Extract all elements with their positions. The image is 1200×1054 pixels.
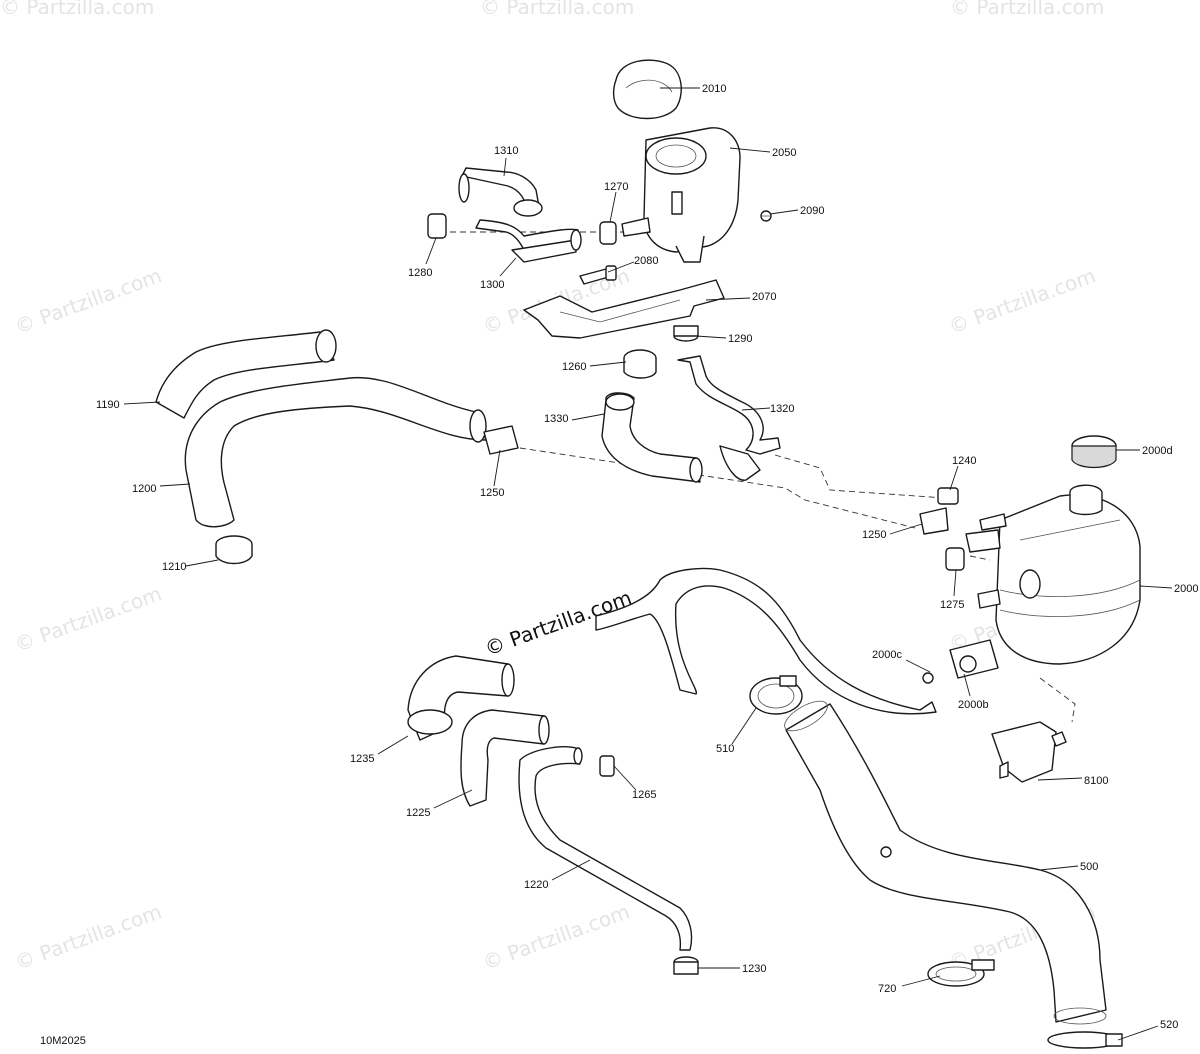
callout-1275: 1275 [940,599,964,611]
callout-1330: 1330 [544,413,568,425]
callout-2000c: 2000c [872,649,902,661]
part-1240-clamp [937,487,959,505]
part-1280-clamp [427,213,447,239]
part-1210-clamp [215,535,253,565]
part-1290-clamp [673,325,699,342]
callout-1270: 1270 [604,181,628,193]
callout-2000b: 2000b [958,699,989,711]
callout-1250-right: 1250 [862,529,886,541]
callout-1235: 1235 [350,753,374,765]
callout-2050: 2050 [772,147,796,159]
part-1310-hose [458,167,543,217]
part-thin-hose [595,567,937,715]
callout-1190: 1190 [96,399,120,411]
part-1330-hose [601,392,703,483]
callout-720: 720 [878,983,896,995]
part-1200-hose [184,376,487,528]
part-1235-elbow [407,655,515,741]
part-2090-screw [760,210,772,222]
part-1270-clamp [599,221,617,245]
callout-1230: 1230 [742,963,766,975]
part-1300-hose [475,219,582,263]
callout-1265: 1265 [632,789,656,801]
callout-1280: 1280 [408,267,432,279]
part-2000d-cap [1071,435,1117,469]
part-2000c-screw [922,672,934,684]
callout-2070: 2070 [752,291,776,303]
part-1250-clamp-left [483,425,519,455]
callout-1240: 1240 [952,455,976,467]
part-1225-elbow [460,709,550,807]
part-1230-clamp [673,956,699,975]
callout-2010: 2010 [702,83,726,95]
part-1220-hose [518,746,693,951]
watermark-layer: © Partzilla.com © Partzilla.com © Partzi… [0,0,1104,975]
part-1190-hose [155,329,337,419]
watermark: © Partzilla.com [0,0,154,19]
leader-lines [123,87,1173,1041]
part-2000b-valve [949,639,999,679]
part-520-clamp [1047,1031,1123,1049]
part-1260-clamp [623,349,657,379]
callout-8100: 8100 [1084,775,1108,787]
callout-1320: 1320 [770,403,794,415]
part-2070-bracket [523,279,725,339]
part-720-clamp [927,959,995,987]
part-2000-expansion-tank [965,484,1141,665]
callout-2080: 2080 [634,255,658,267]
callout-2000d: 2000d [1142,445,1173,457]
callout-1290: 1290 [728,333,752,345]
part-510-clamp [749,675,803,715]
callout-2000: 2000 [1174,583,1198,595]
callout-1300: 1300 [480,279,504,291]
callout-510: 510 [716,743,734,755]
watermark: © Partzilla.com [12,899,165,974]
part-8100-sensor [991,721,1067,783]
callout-1260: 1260 [562,361,586,373]
watermark: © Partzilla.com [12,263,165,338]
callout-1250-left: 1250 [480,487,504,499]
part-1275-clamp [945,547,965,571]
callout-500: 500 [1080,861,1098,873]
part-2050-upper-tank [621,127,741,263]
callout-1210: 1210 [162,561,186,573]
drawing-code: 10M2025 [40,1035,86,1047]
callout-1220: 1220 [524,879,548,891]
part-1265-clamp [599,755,615,777]
callout-520: 520 [1160,1019,1178,1031]
part-2010-pressure-cap [612,59,682,120]
callout-1200: 1200 [132,483,156,495]
part-500-large-hose [784,700,1107,1025]
callout-1310: 1310 [494,145,518,157]
callout-1225: 1225 [406,807,430,819]
watermark: © Partzilla.com [950,0,1104,19]
callout-2090: 2090 [800,205,824,217]
watermark: © Partzilla.com [12,581,165,656]
part-1250-clamp-right [919,507,949,535]
watermark: © Partzilla.com [946,263,1099,338]
watermark: © Partzilla.com [480,899,633,974]
callout-labels: 2010 2050 1310 1270 2090 1280 1300 2080 … [96,83,1198,1031]
watermark: © Partzilla.com [480,0,634,19]
part-1320-hose [677,355,781,481]
